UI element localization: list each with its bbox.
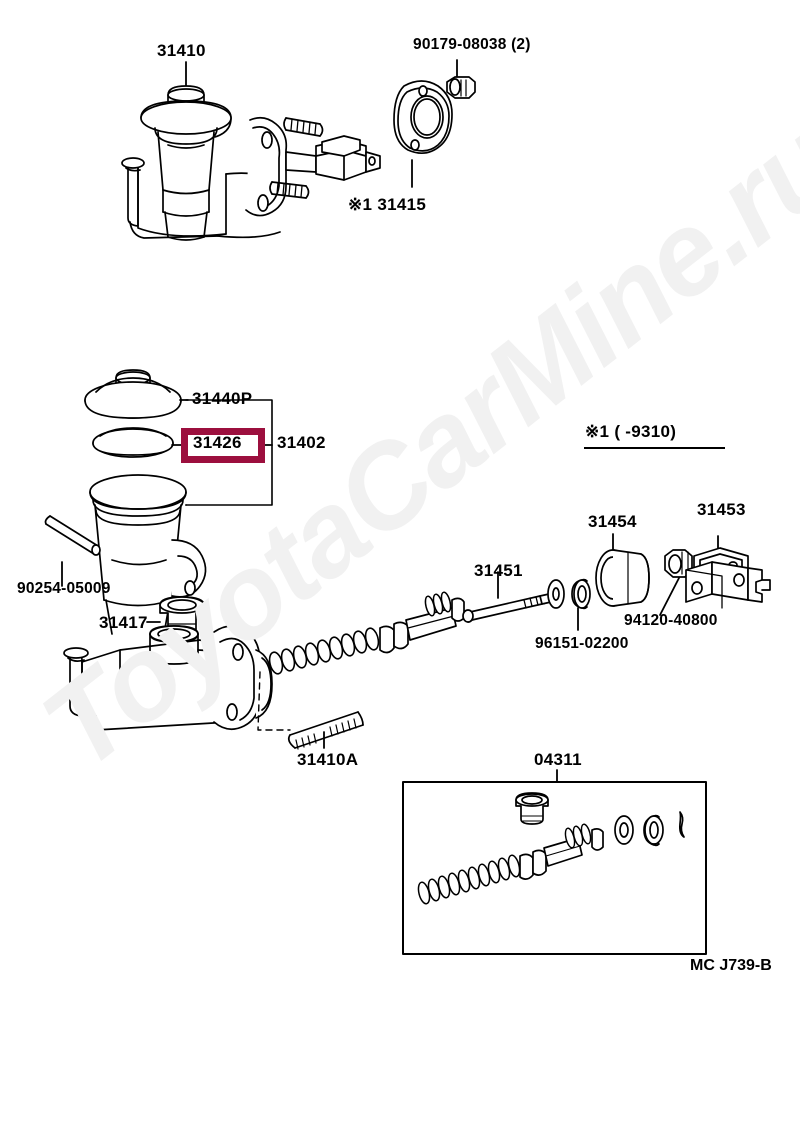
- label-31415: ※1 31415: [348, 195, 427, 214]
- label-31417: 31417: [99, 613, 148, 632]
- label-31440P: 31440P: [192, 389, 253, 408]
- label-96151-02200: 96151-02200: [535, 635, 629, 652]
- part-31453-clevis: [685, 535, 771, 609]
- part-31426-gasket: [92, 427, 187, 458]
- piston-spring-assembly: [268, 591, 465, 675]
- part-31415-gasket: [393, 80, 453, 188]
- part-04311-kit-box: [402, 769, 707, 955]
- label-04311: 04311: [534, 750, 582, 769]
- part-31410A-stud: [287, 711, 364, 750]
- label-90254-05009: 90254-05009: [17, 580, 111, 597]
- label-31410: 31410: [157, 41, 206, 60]
- part-96151-02200-snapring: [547, 578, 591, 631]
- label-31451: 31451: [474, 561, 523, 580]
- note-asterisk-1: ※1 ( -9310): [585, 422, 677, 441]
- label-94120-40800: 94120-40800: [624, 612, 718, 629]
- label-31402: 31402: [277, 433, 326, 452]
- part-90254-05009-pin: [44, 515, 101, 587]
- note-underline: [584, 447, 725, 449]
- part-31410-master-cylinder: [121, 61, 381, 241]
- label-31410A: 31410A: [297, 750, 359, 769]
- label-31426: 31426: [193, 433, 242, 452]
- master-cylinder-body: [63, 625, 291, 731]
- part-31402-reservoir: [89, 399, 273, 635]
- part-31440P-cap: [84, 369, 189, 419]
- label-31453: 31453: [697, 500, 746, 519]
- highlight-box-31426: [181, 428, 265, 463]
- part-90179-08038-nut: [446, 59, 476, 99]
- label-31454: 31454: [588, 512, 637, 531]
- footer-diagram-code: MC J739-B: [690, 957, 772, 974]
- part-31454-boot: [595, 533, 650, 607]
- label-90179-08038: 90179-08038 (2): [413, 36, 531, 53]
